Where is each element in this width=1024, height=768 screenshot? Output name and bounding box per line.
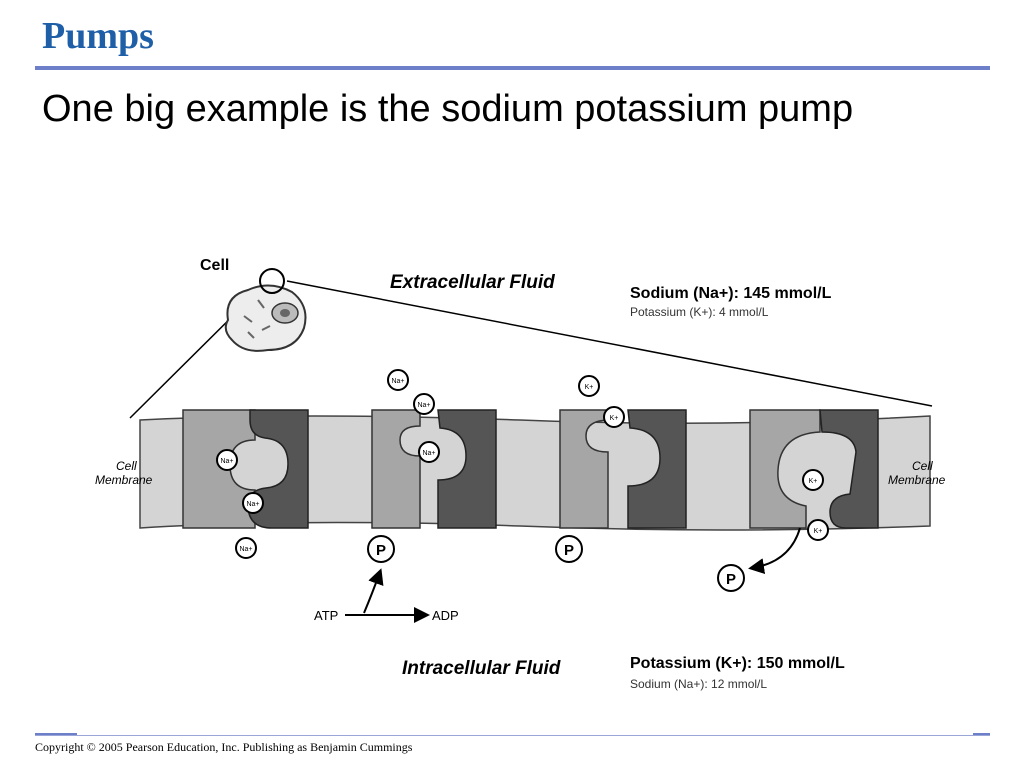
potassium-ion xyxy=(807,519,829,541)
inside-sodium-concentration: Sodium (Na+): 12 mmol/L xyxy=(630,677,767,691)
slide-subtitle: One big example is the sodium potassium … xyxy=(42,88,854,130)
sodium-ion-label: Na+ xyxy=(422,450,435,457)
extracellular-label: Extracellular Fluid xyxy=(390,272,555,293)
intracellular-label: Intracellular Fluid xyxy=(402,658,561,679)
potassium-ion xyxy=(802,469,824,491)
pump-stage-1: Na+ Na+ Na+ xyxy=(182,409,309,559)
phosphate-group xyxy=(555,535,583,563)
slide-title: Pumps xyxy=(42,15,154,57)
pump-stage-3: K+ K+ P xyxy=(555,375,687,563)
copyright-notice: Copyright © 2005 Pearson Education, Inc.… xyxy=(35,740,413,754)
membrane-label-left-line1: Cell xyxy=(116,459,137,473)
sodium-ion xyxy=(242,492,264,514)
inside-potassium-concentration: Potassium (K+): 150 mmol/L xyxy=(630,655,845,672)
membrane-label-right-line1: Cell xyxy=(912,459,933,473)
footer-divider xyxy=(35,735,990,736)
footer-accent-left xyxy=(35,733,77,735)
outside-potassium-concentration: Potassium (K+): 4 mmol/L xyxy=(630,305,769,319)
phosphate-release-arrow xyxy=(748,527,801,575)
atp-label: ATP xyxy=(314,608,338,623)
outside-sodium-concentration: Sodium (Na+): 145 mmol/L xyxy=(630,285,832,302)
sodium-ion xyxy=(413,393,435,415)
zoom-line-right xyxy=(286,280,933,407)
membrane-label-right-line2: Membrane xyxy=(888,473,946,487)
phosphate-group xyxy=(717,564,745,592)
pump-stage-2: Na+ Na+ Na+ P xyxy=(367,369,497,563)
adp-label: ADP xyxy=(432,608,459,623)
potassium-ion-label: K+ xyxy=(814,528,823,535)
sodium-ion xyxy=(235,537,257,559)
sodium-ion-label: Na+ xyxy=(239,546,252,553)
sodium-ion-label: Na+ xyxy=(417,402,430,409)
phosphate-group xyxy=(367,535,395,563)
sodium-ion xyxy=(387,369,409,391)
cell-label: Cell xyxy=(200,257,229,274)
phosphate-label: P xyxy=(376,542,386,559)
sodium-ion-label: Na+ xyxy=(220,458,233,465)
title-divider xyxy=(35,66,990,70)
sodium-ion-label: Na+ xyxy=(391,378,404,385)
pump-stage-4: K+ K+ P xyxy=(717,409,879,592)
phosphate-label: P xyxy=(726,571,736,588)
sodium-ion xyxy=(216,449,238,471)
phosphorylation-arrow xyxy=(363,568,384,614)
potassium-ion-label: K+ xyxy=(610,415,619,422)
phosphate-label: P xyxy=(564,542,574,559)
sodium-ion-label: Na+ xyxy=(246,501,259,508)
potassium-ion-label: K+ xyxy=(585,384,594,391)
sodium-potassium-pump-diagram: Cell Extracellular Fluid Intracellular F… xyxy=(95,257,946,691)
cell-icon xyxy=(224,268,307,352)
membrane-label-left-line2: Membrane xyxy=(95,473,153,487)
potassium-ion xyxy=(603,406,625,428)
footer-accent-right xyxy=(973,733,990,735)
potassium-ion xyxy=(578,375,600,397)
sodium-ion xyxy=(418,441,440,463)
potassium-ion-label: K+ xyxy=(809,478,818,485)
